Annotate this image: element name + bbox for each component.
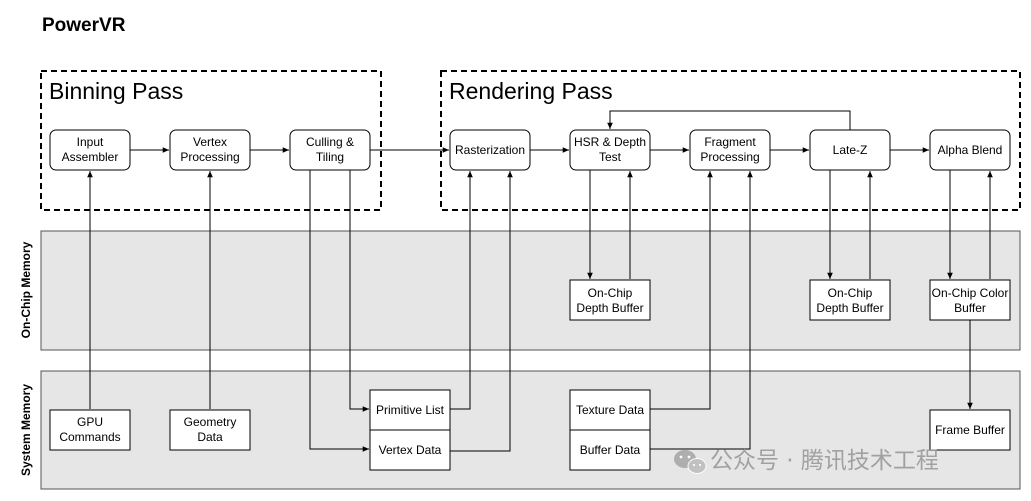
node-onchip-depth-buffer-2: On-Chip Depth Buffer	[809, 279, 891, 321]
svg-text:Processing: Processing	[180, 150, 239, 164]
node-gpu-commands: GPU Commands	[49, 409, 131, 451]
node-vertex-data: Vertex Data	[369, 429, 451, 471]
svg-text:Depth Buffer: Depth Buffer	[816, 301, 883, 315]
watermark: 公众号 · 腾讯技术工程	[674, 448, 939, 474]
svg-text:Buffer Data: Buffer Data	[580, 443, 641, 457]
node-late-z: Late-Z	[809, 129, 891, 171]
svg-text:Geometry: Geometry	[184, 415, 237, 429]
node-alpha-blend: Alpha Blend	[929, 129, 1011, 171]
pipeline-nodes: Input Assembler Vertex Processing Cullin…	[49, 129, 1011, 471]
svg-text:On-Chip: On-Chip	[588, 286, 633, 300]
svg-text:Processing: Processing	[700, 150, 759, 164]
svg-text:Fragment: Fragment	[704, 135, 756, 149]
node-frame-buffer: Frame Buffer	[929, 409, 1011, 451]
node-primitive-list: Primitive List	[369, 389, 451, 431]
node-fragment-processing: Fragment Processing	[689, 129, 771, 171]
edge-primitive-list-to-raster	[450, 171, 473, 410]
wechat-icon	[674, 450, 707, 474]
edge-texture-to-fragment	[650, 171, 713, 410]
svg-text:Culling &: Culling &	[306, 135, 354, 149]
svg-text:Input: Input	[77, 135, 104, 149]
edge-culling-to-primitive-list	[349, 170, 369, 412]
svg-text:On-Chip Color: On-Chip Color	[932, 286, 1009, 300]
svg-text:Test: Test	[599, 150, 622, 164]
edge-latez-feedback-to-hsr	[607, 110, 851, 130]
svg-text:Assembler: Assembler	[62, 150, 119, 164]
svg-text:Commands: Commands	[59, 430, 120, 444]
svg-text:Depth Buffer: Depth Buffer	[576, 301, 643, 315]
svg-text:Frame Buffer: Frame Buffer	[935, 423, 1005, 437]
edge-vertex-data-to-raster	[450, 171, 513, 452]
onchip-memory-label: On-Chip Memory	[19, 241, 33, 338]
node-hsr-depth-test: HSR & Depth Test	[569, 129, 651, 171]
svg-text:HSR & Depth: HSR & Depth	[574, 135, 646, 149]
system-memory-label: System Memory	[19, 384, 33, 476]
svg-text:Vertex Data: Vertex Data	[379, 443, 442, 457]
edge-culling-to-vertex-data	[309, 170, 369, 452]
svg-text:Alpha Blend: Alpha Blend	[938, 143, 1003, 157]
rendering-pass-title: Rendering Pass	[449, 78, 613, 104]
node-vertex-processing: Vertex Processing	[169, 129, 251, 171]
node-input-assembler: Input Assembler	[49, 129, 131, 171]
node-buffer-data: Buffer Data	[569, 429, 651, 471]
edges	[87, 110, 993, 452]
svg-text:GPU: GPU	[77, 415, 103, 429]
node-onchip-color-buffer: On-Chip Color Buffer	[929, 279, 1011, 321]
svg-text:Tiling: Tiling	[316, 150, 344, 164]
svg-text:Buffer: Buffer	[954, 301, 986, 315]
node-rasterization: Rasterization	[449, 129, 531, 171]
diagram-title: PowerVR	[42, 15, 126, 36]
node-culling-tiling: Culling & Tiling	[289, 129, 371, 171]
svg-text:Texture Data: Texture Data	[576, 403, 644, 417]
svg-text:Late-Z: Late-Z	[833, 143, 868, 157]
svg-text:Vertex: Vertex	[193, 135, 227, 149]
binning-pass-frame	[40, 70, 382, 211]
svg-text:Data: Data	[197, 430, 223, 444]
edge-buffer-to-fragment	[650, 171, 753, 450]
node-texture-data: Texture Data	[569, 389, 651, 431]
svg-text:Primitive List: Primitive List	[376, 403, 445, 417]
svg-text:Rasterization: Rasterization	[455, 143, 525, 157]
svg-text:On-Chip: On-Chip	[828, 286, 873, 300]
binning-pass-title: Binning Pass	[49, 78, 183, 104]
watermark-text: 公众号 · 腾讯技术工程	[710, 448, 939, 474]
node-geometry-data: Geometry Data	[169, 409, 251, 451]
node-onchip-depth-buffer-1: On-Chip Depth Buffer	[569, 279, 651, 321]
